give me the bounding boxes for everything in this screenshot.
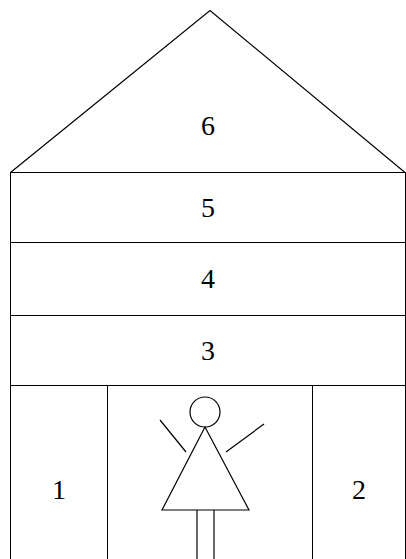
- region-number: 3: [201, 335, 215, 367]
- region-number: 5: [201, 192, 215, 224]
- house-band: 1: [10, 385, 108, 559]
- region-number: 1: [52, 474, 66, 506]
- house-band: 3: [10, 315, 406, 386]
- figure-leg: [196, 510, 197, 559]
- house-band: 5: [10, 172, 406, 243]
- region-number: 6: [201, 110, 215, 142]
- region-number: 2: [352, 474, 366, 506]
- roof-outline: [10, 10, 406, 173]
- figure-head: [190, 397, 220, 427]
- roof-line: [11, 11, 406, 173]
- region-number: 4: [201, 263, 215, 295]
- house-band: 4: [10, 242, 406, 316]
- figure-leg: [213, 510, 214, 559]
- figure-arm: [226, 424, 264, 452]
- roof-triangle: 6: [10, 10, 406, 173]
- house-band: 2: [312, 385, 406, 559]
- figure-arm: [160, 420, 186, 452]
